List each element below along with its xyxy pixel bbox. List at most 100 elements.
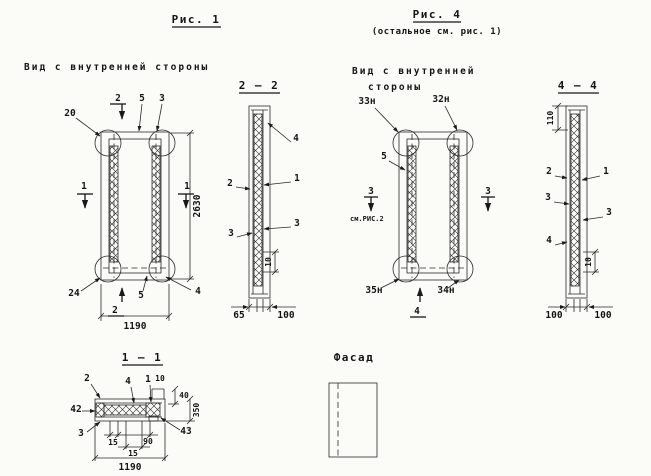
callout-1: 1 — [603, 166, 609, 177]
dimension-width-lines — [97, 284, 173, 321]
sec11-right-tab — [148, 415, 159, 422]
fig1-outer-frame — [100, 131, 170, 281]
dimension-350-lines — [166, 395, 195, 425]
dimension-90: 90 — [143, 437, 153, 446]
leader-line — [90, 383, 101, 399]
leader-line — [267, 122, 292, 143]
sec44-panel-inner-lines — [568, 109, 585, 295]
callout-43: 43 — [180, 426, 192, 437]
callout-4: 4 — [195, 286, 201, 297]
leader-line — [388, 160, 406, 171]
sec22-panel-inner-lines — [251, 109, 268, 295]
fig4-frame — [392, 129, 474, 283]
fig1-detail-circle-bottom-right — [148, 255, 176, 283]
callout-3-left: 3 — [545, 192, 551, 203]
leader-line — [263, 226, 292, 231]
dimension-10-lines — [583, 248, 599, 276]
sec22-core-hatch — [253, 113, 263, 287]
callout-20: 20 — [64, 108, 76, 119]
section-1-1: 1 — 1 2 4 1 42 3 43 10 4 — [70, 351, 201, 473]
dimension-15-b: 15 — [128, 449, 138, 458]
fig4-view-label-line2: стороны — [368, 82, 422, 93]
callout-3-right: 3 — [294, 218, 300, 229]
leader-line — [554, 241, 568, 246]
leader-line — [554, 175, 568, 180]
leader-line — [235, 186, 251, 191]
dimension-small-lines — [104, 421, 158, 451]
fig4-outer-frame — [398, 131, 468, 281]
dimension-40-lines — [168, 385, 179, 408]
dimension-1190: 1190 — [124, 321, 147, 332]
dimension-110: 110 — [546, 111, 555, 126]
leader-line — [148, 384, 153, 403]
callout-42: 42 — [70, 404, 81, 415]
leader-line — [155, 103, 163, 132]
leader-line — [236, 232, 253, 238]
section-mark-2-bottom: 2 — [112, 305, 118, 316]
callout-4: 4 — [125, 376, 131, 387]
sec22-title: 2 — 2 — [239, 79, 280, 92]
facade-outline — [328, 382, 378, 458]
figure-1: Рис. 1 Вид с внутренней стороны 20 2 5 3… — [24, 13, 221, 332]
callout-35n: 35н — [365, 285, 382, 296]
leader-line — [160, 417, 181, 431]
section-mark-2-top: 2 — [115, 93, 121, 104]
dimension-1190: 1190 — [119, 462, 142, 473]
fig1-frame — [94, 129, 176, 283]
section-mark-3-right: 3 — [485, 186, 491, 197]
fig4-detail-circle-bottom-left — [392, 255, 420, 283]
leader-line — [553, 201, 570, 206]
callout-1: 1 — [145, 374, 151, 385]
fig4-view-label-line1: Вид с внутренней — [352, 66, 476, 77]
leader-line — [447, 279, 460, 289]
callout-5-top: 5 — [139, 93, 145, 104]
dimension-350: 350 — [192, 403, 201, 418]
fig1-inner-frame — [108, 138, 162, 274]
sec44-callouts: 2 1 3 3 4 — [545, 166, 612, 246]
sec22-callouts: 4 2 1 3 3 — [227, 122, 300, 239]
leader-line — [80, 277, 101, 292]
dimension-100-left: 100 — [545, 310, 562, 321]
sec11-left-cap — [95, 402, 105, 418]
fig1-dimensions: 2630 1190 — [97, 129, 203, 332]
fig4-centerlines — [401, 134, 465, 278]
dimension-100: 100 — [277, 310, 294, 321]
section-mark-3-left: 3 — [368, 186, 374, 197]
fig4-subtitle: (остальное см. рис. 1) — [372, 27, 502, 37]
dimension-15-a: 15 — [108, 438, 118, 447]
callout-3-top: 3 — [159, 93, 165, 104]
callout-32n: 32н — [432, 94, 449, 105]
section-4-4: 4 — 4 110 2 1 3 3 4 10 — [545, 79, 613, 321]
leader-line — [374, 107, 399, 133]
fig1-detail-circle-top-left — [94, 129, 122, 157]
fig4-detail-circle-top-left — [392, 129, 420, 157]
dimension-65: 65 — [233, 310, 245, 321]
dimension-10: 10 — [584, 257, 593, 267]
callout-1: 1 — [294, 173, 300, 184]
leader-line — [86, 421, 101, 433]
sec44-core-hatch — [570, 113, 580, 287]
dimension-bottom-lines — [562, 299, 591, 312]
sec11-title: 1 — 1 — [122, 351, 163, 364]
dimension-40: 40 — [179, 391, 189, 400]
callout-3: 3 — [78, 428, 84, 439]
dimension-10: 10 — [155, 374, 165, 383]
dimension-10: 10 — [264, 257, 273, 267]
callout-24: 24 — [68, 288, 80, 299]
callout-2: 2 — [546, 166, 552, 177]
leader-line — [380, 278, 400, 289]
facade-title: Фасад — [334, 351, 375, 364]
fig1-title: Рис. 1 — [172, 13, 221, 26]
sec11-core-hatch — [103, 404, 147, 416]
dimension-110-lines — [552, 102, 568, 134]
fig4-detail-circle-top-right — [446, 129, 474, 157]
fig1-view-label: Вид с внутренней стороны — [24, 62, 209, 73]
leader-line — [581, 175, 601, 181]
dimension-2630: 2630 — [192, 194, 203, 217]
sec11-dimensions: 10 40 350 15 90 15 1190 — [91, 374, 201, 473]
sec11-callouts: 2 4 1 42 3 43 — [70, 373, 192, 439]
callout-33n: 33н — [358, 96, 375, 107]
section-mark-1-right: 1 — [184, 181, 190, 192]
section-2-2: 2 — 2 4 2 1 3 3 10 65 100 — [227, 79, 300, 321]
